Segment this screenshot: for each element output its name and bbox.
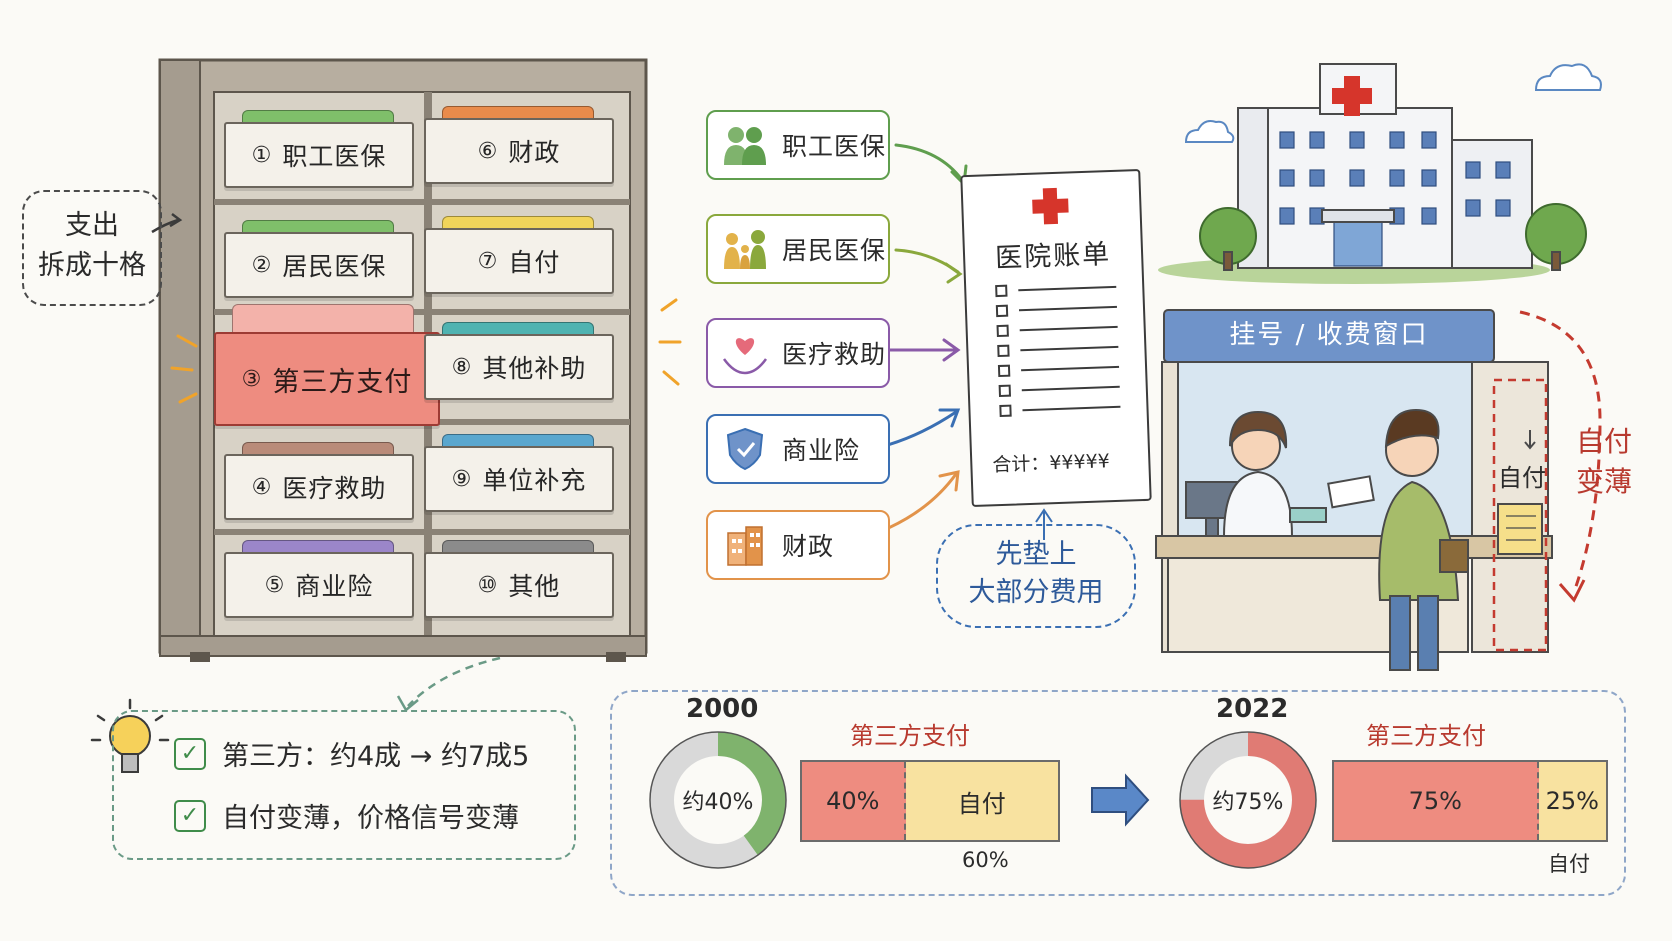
drawer-label: 自付: [508, 248, 561, 277]
donut-center-label: 约40%: [682, 790, 754, 815]
window-self-pay-label: 自付: [1498, 464, 1546, 492]
advance-callout: 先垫上 大部分费用: [936, 524, 1136, 628]
red-cross-icon: [1032, 187, 1069, 225]
advance-line2: 大部分费用: [968, 577, 1104, 608]
payer-label: 居民医保: [782, 236, 887, 265]
split-callout-line2: 拆成十格: [38, 250, 146, 281]
drawer-10: ⑩ 其他: [424, 552, 614, 618]
drawer-label: 居民医保: [282, 252, 387, 281]
split-callout: 支出 拆成十格: [22, 190, 162, 306]
drawer-6: ⑥ 财政: [424, 118, 614, 184]
payer-box-5: 财政: [706, 510, 890, 580]
note-text-2: 自付变薄，价格信号变薄: [222, 803, 519, 834]
bar-segment: 75%: [1334, 762, 1539, 840]
drawer-label: 医疗救助: [282, 474, 387, 503]
split-callout-line1: 支出: [65, 210, 119, 241]
drawer-label: 第三方支付: [272, 366, 413, 398]
shield-icon: [720, 427, 770, 471]
checkbox-icon: ✓: [174, 799, 206, 832]
drawer-label: 财政: [508, 138, 561, 167]
hospital-building: [1158, 63, 1587, 284]
drawer-3: ③ 第三方支付: [214, 332, 440, 426]
drawer-4: ④ 医疗救助: [224, 454, 414, 520]
window-sign: 挂号 / 收费窗口: [1229, 320, 1429, 350]
family-icon: [720, 227, 770, 271]
service-window: [1155, 309, 1553, 671]
drawer-8: ⑧ 其他补助: [424, 334, 614, 400]
cloud-icons: [1184, 63, 1602, 143]
drawer-9: ⑨ 单位补充: [424, 446, 614, 512]
drawer-label: 商业险: [295, 572, 374, 601]
drawer-number: ⑥: [477, 138, 499, 164]
self-pay-thinner-label: 自付 变薄: [1576, 422, 1632, 502]
bar-segment: 40%: [802, 762, 906, 840]
stacked-bar: 40%自付: [800, 760, 1060, 842]
checkbox-icon: ✓: [174, 737, 206, 770]
bill-lines: [995, 284, 1121, 418]
chart-year: 2022: [1216, 694, 1289, 724]
drawer-label: 单位补充: [482, 466, 587, 495]
payer-label: 医疗救助: [782, 340, 887, 369]
donut-outline: [649, 731, 787, 869]
thinner-line1: 自付: [1576, 425, 1633, 458]
drawer-label: 职工医保: [282, 142, 387, 171]
stacked-bar: 75%25%: [1332, 760, 1608, 842]
drawer-5: ⑤ 商业险: [224, 552, 414, 618]
drawer-1: ① 职工医保: [224, 122, 414, 188]
note-item-1: ✓ 第三方：约4成 → 约7成5: [174, 734, 529, 773]
drawer-number: ⑦: [477, 248, 499, 274]
drawer-number: ②: [251, 252, 273, 278]
donut-center-label: 约75%: [1212, 790, 1284, 815]
thinning-arrow: [1519, 310, 1602, 593]
heart-hands-icon: [720, 331, 770, 375]
payer-label: 财政: [782, 532, 835, 561]
bar-below-label: 60%: [962, 848, 1009, 872]
highlight-marks: [170, 298, 682, 404]
payer-box-2: 居民医保: [706, 214, 890, 284]
building-icon: [720, 523, 770, 567]
hospital-bill: 医院账单 合计：¥¥¥¥¥: [960, 168, 1152, 508]
summary-notes: ✓ 第三方：约4成 → 约7成5 ✓ 自付变薄，价格信号变薄: [112, 710, 576, 860]
drawer-number: ⑧: [451, 354, 473, 380]
donut-arc: [1180, 732, 1316, 868]
payer-box-3: 医疗救助: [706, 318, 890, 388]
bar-title: 第三方支付: [1366, 722, 1486, 750]
comparison-panel: [610, 690, 1626, 896]
drawer-number: ③: [241, 366, 263, 392]
drawer-label: 其他补助: [482, 354, 587, 383]
bar-segment: 自付: [905, 762, 1058, 840]
drawer-number: ①: [251, 142, 273, 168]
thinner-line2: 变薄: [1576, 465, 1633, 498]
advance-line1: 先垫上: [995, 539, 1077, 570]
donut-arc: [650, 732, 786, 868]
payer-label: 职工医保: [782, 132, 887, 161]
drawer-number: ⑤: [264, 572, 286, 598]
drawer-label: 其他: [508, 572, 561, 601]
note-text-1: 第三方：约4成 → 约7成5: [222, 741, 530, 772]
bar-segment: 25%: [1538, 762, 1606, 840]
bar-title: 第三方支付: [850, 722, 970, 750]
bar-below-label: 自付: [1548, 852, 1590, 876]
drawer-2: ② 居民医保: [224, 232, 414, 298]
payer-box-1: 职工医保: [706, 110, 890, 180]
drawer-number: ⑨: [451, 466, 473, 492]
donut-outline: [1179, 731, 1317, 869]
people-icon: [720, 123, 770, 167]
payer-label: 商业险: [782, 436, 861, 465]
right-arrow-icon: [1091, 773, 1150, 827]
drawer-7: ⑦ 自付: [424, 228, 614, 294]
drawer-number: ⑩: [477, 572, 499, 598]
chart-year: 2000: [686, 694, 759, 724]
note-item-2: ✓ 自付变薄，价格信号变薄: [174, 796, 519, 835]
payer-box-4: 商业险: [706, 414, 890, 484]
drawer-number: ④: [251, 474, 273, 500]
